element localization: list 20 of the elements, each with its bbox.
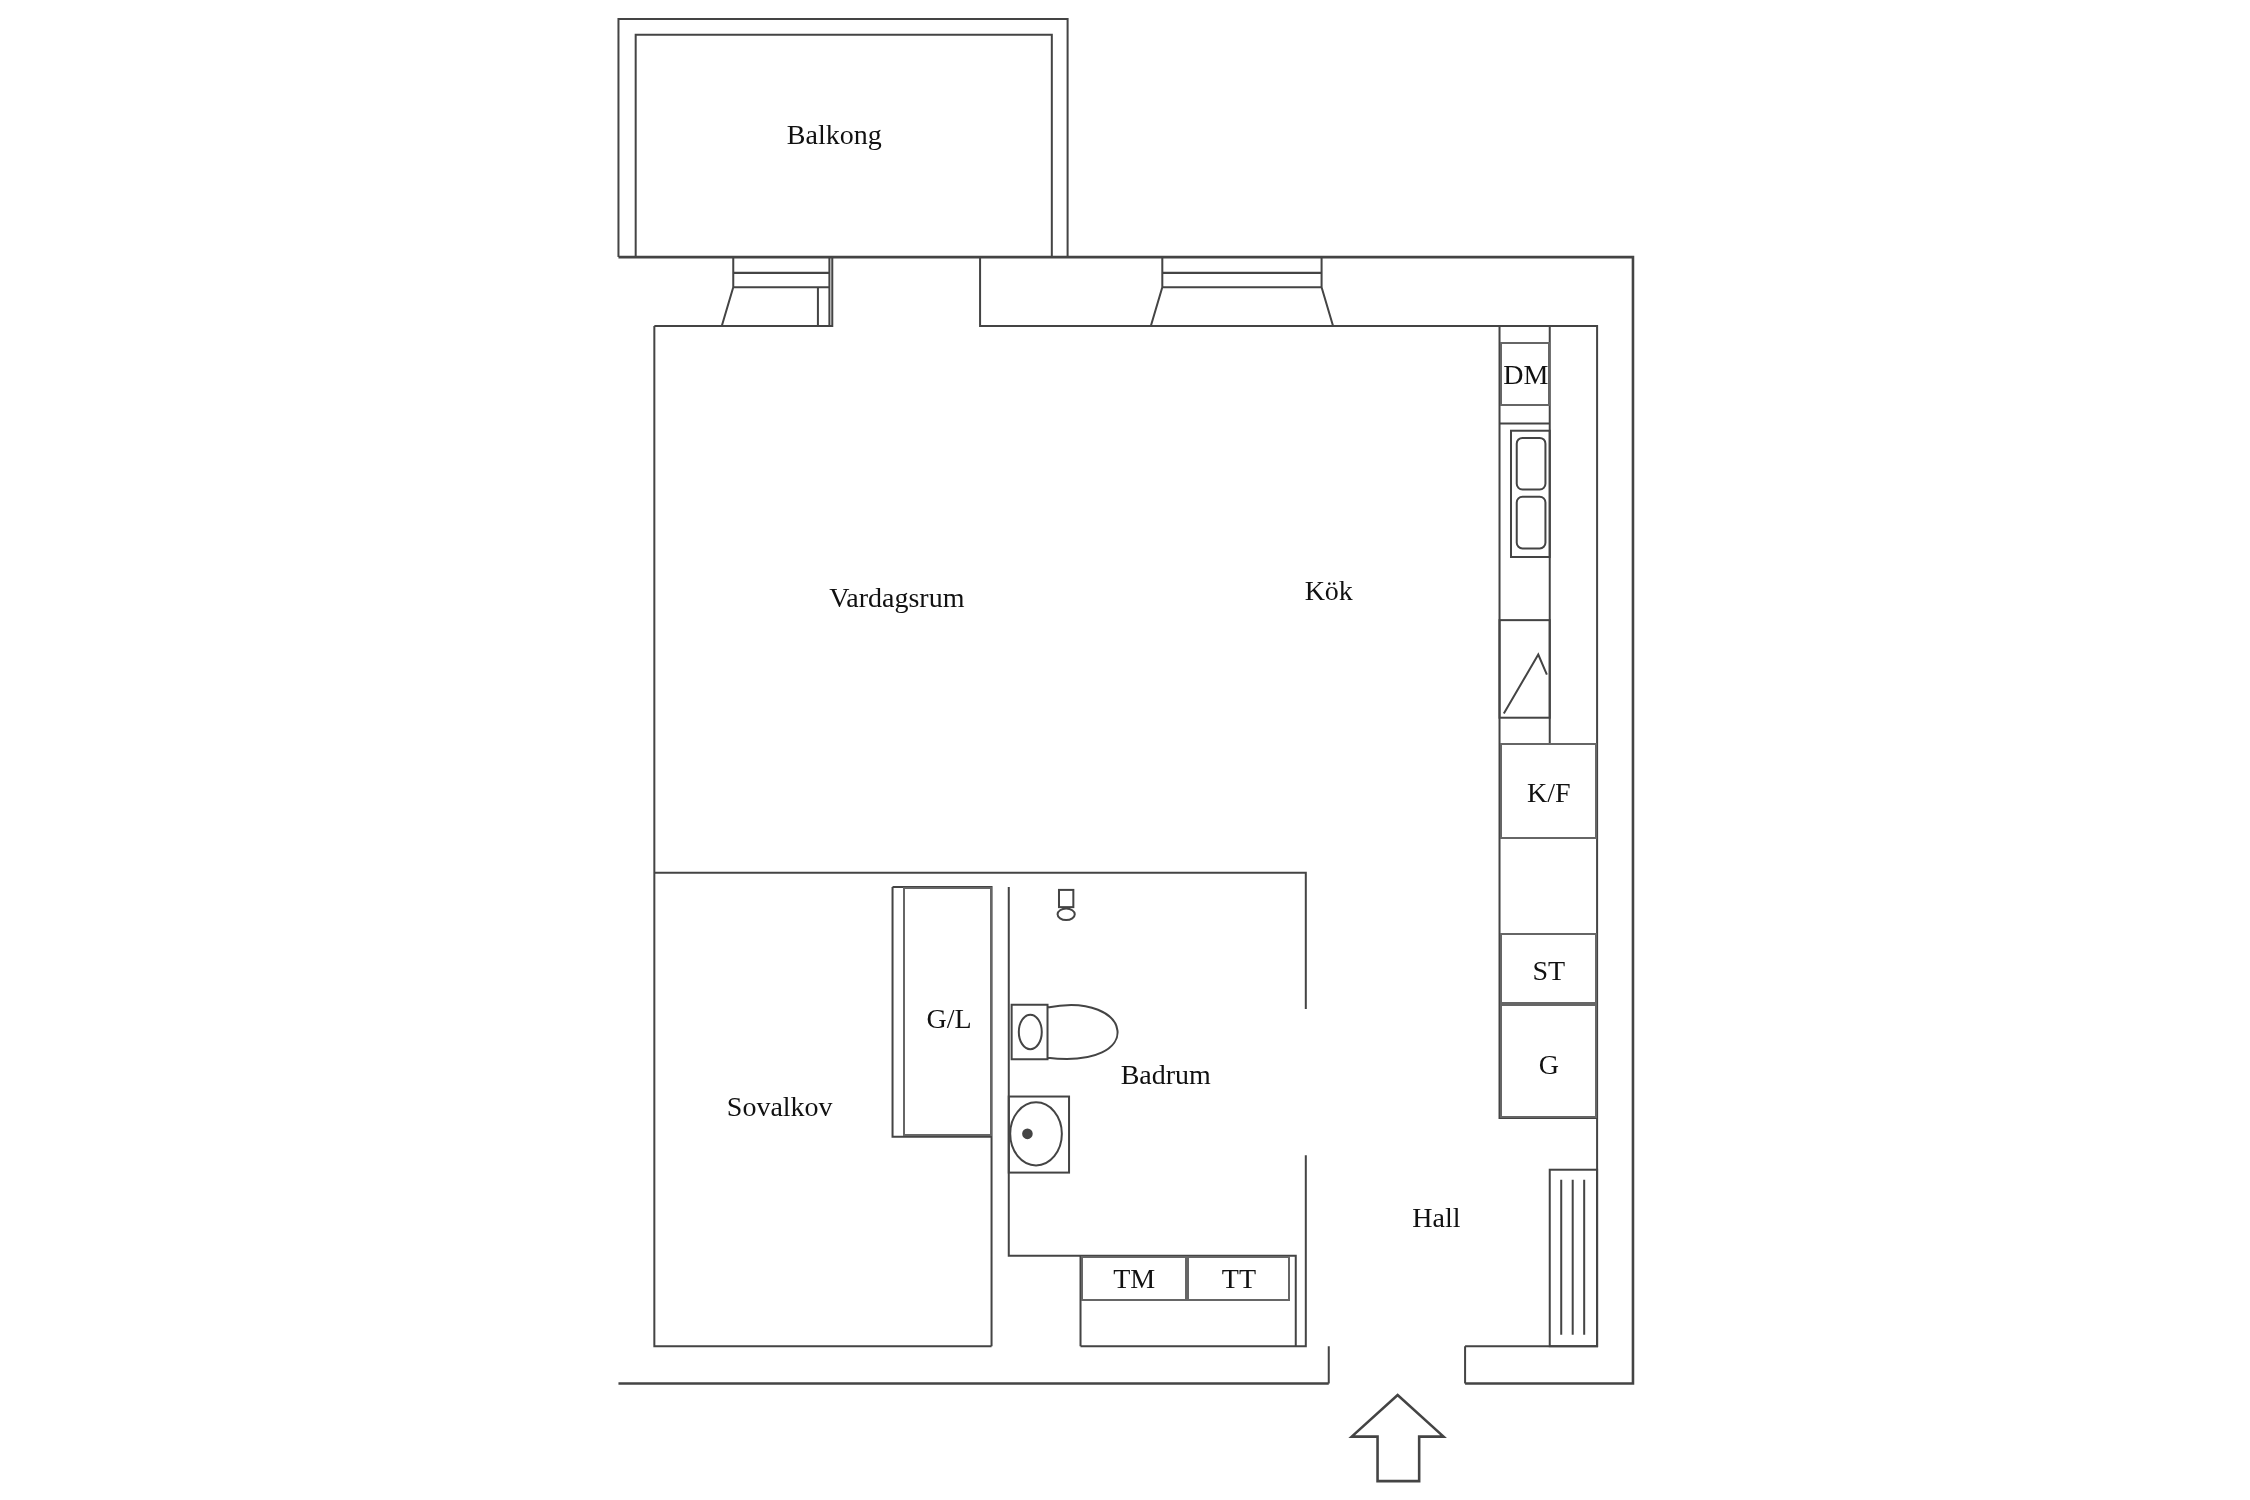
room-label: G/L <box>926 1004 972 1035</box>
room-label: G <box>1538 1049 1559 1081</box>
room-label: DM <box>1503 359 1549 391</box>
room-label: Balkong <box>786 120 882 151</box>
appliance-box <box>1499 341 1550 407</box>
appliance-box <box>1499 932 1598 1005</box>
appliance-box <box>1186 1255 1290 1302</box>
room-label: Vardagsrum <box>829 582 965 614</box>
room-label: ST <box>1532 955 1566 986</box>
room-label: Badrum <box>1120 1059 1211 1091</box>
appliance-box <box>1499 743 1598 840</box>
appliance-box <box>1080 1255 1187 1302</box>
room-label: Hall <box>1412 1202 1461 1234</box>
closet-box <box>902 886 992 1137</box>
room-label: K/F <box>1527 777 1571 809</box>
appliance-box <box>1499 1004 1598 1118</box>
room-label: Sovalkov <box>726 1091 833 1123</box>
room-label: Kök <box>1304 575 1353 607</box>
room-label: TT <box>1221 1263 1256 1295</box>
room-label: TM <box>1113 1263 1156 1295</box>
